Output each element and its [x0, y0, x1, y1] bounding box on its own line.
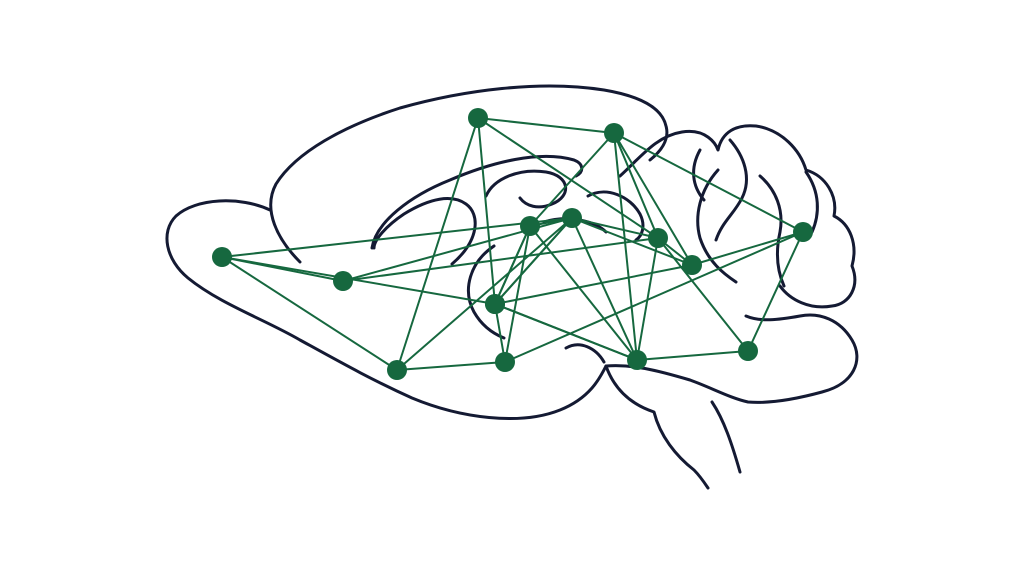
network-node: [387, 360, 407, 380]
network-edge: [477, 117, 615, 134]
cerebellum-outline: [618, 124, 857, 309]
network-node: [648, 228, 668, 248]
network-edge: [691, 231, 804, 266]
network-node: [627, 350, 647, 370]
midbrain-curve: [466, 244, 506, 340]
network-edge: [477, 117, 659, 239]
network-edge: [613, 132, 693, 266]
network-edge: [396, 361, 506, 371]
network-edge: [396, 117, 479, 371]
pons-curve: [564, 343, 606, 364]
network-node: [604, 123, 624, 143]
cerebellum-inner-fold-5: [692, 148, 706, 202]
network-edge: [477, 117, 496, 305]
network-edge: [494, 217, 573, 305]
network-node: [212, 247, 232, 267]
network-node: [520, 216, 540, 236]
network-edge: [571, 217, 659, 239]
network-edge: [494, 225, 531, 305]
network-node: [793, 222, 813, 242]
cerebellum-inner-fold-2: [714, 138, 748, 242]
cerebellum-inner-fold-4: [804, 170, 819, 234]
network-node: [468, 108, 488, 128]
network-node: [333, 271, 353, 291]
network-node: [495, 352, 515, 372]
network-edge: [494, 303, 638, 361]
network-edge: [221, 217, 573, 258]
network-node: [738, 341, 758, 361]
network-edge: [494, 264, 693, 305]
network-edge: [657, 237, 749, 352]
network-edge: [342, 237, 659, 282]
brainstem-back: [710, 400, 742, 474]
network-edge: [636, 350, 749, 361]
network-edge: [504, 225, 531, 363]
network-edge: [613, 132, 638, 361]
network-edge: [529, 225, 638, 361]
network-edge: [504, 231, 804, 363]
brain-outline: [165, 84, 859, 490]
hippocampus-curve-inner: [484, 169, 568, 209]
corpus-callosum-curve: [370, 154, 584, 250]
network-edge: [613, 132, 804, 233]
network-edge: [221, 256, 496, 305]
network-edge: [747, 231, 804, 352]
network-nodes: [212, 108, 813, 380]
cerebellum-inner-fold-3: [696, 168, 738, 284]
network-node: [562, 208, 582, 228]
network-node: [485, 294, 505, 314]
cerebellum-inner-fold-1: [758, 174, 786, 288]
network-edge: [529, 132, 615, 227]
network-edge: [221, 256, 398, 371]
network-edges: [221, 117, 804, 371]
hippocampus-curve-upper: [372, 197, 477, 266]
brainstem-front: [604, 364, 710, 490]
network-node: [682, 255, 702, 275]
brain-outer-contour: [165, 199, 859, 420]
network-edge: [613, 132, 659, 239]
cortex-arc: [269, 84, 669, 264]
network-edge: [571, 217, 638, 361]
